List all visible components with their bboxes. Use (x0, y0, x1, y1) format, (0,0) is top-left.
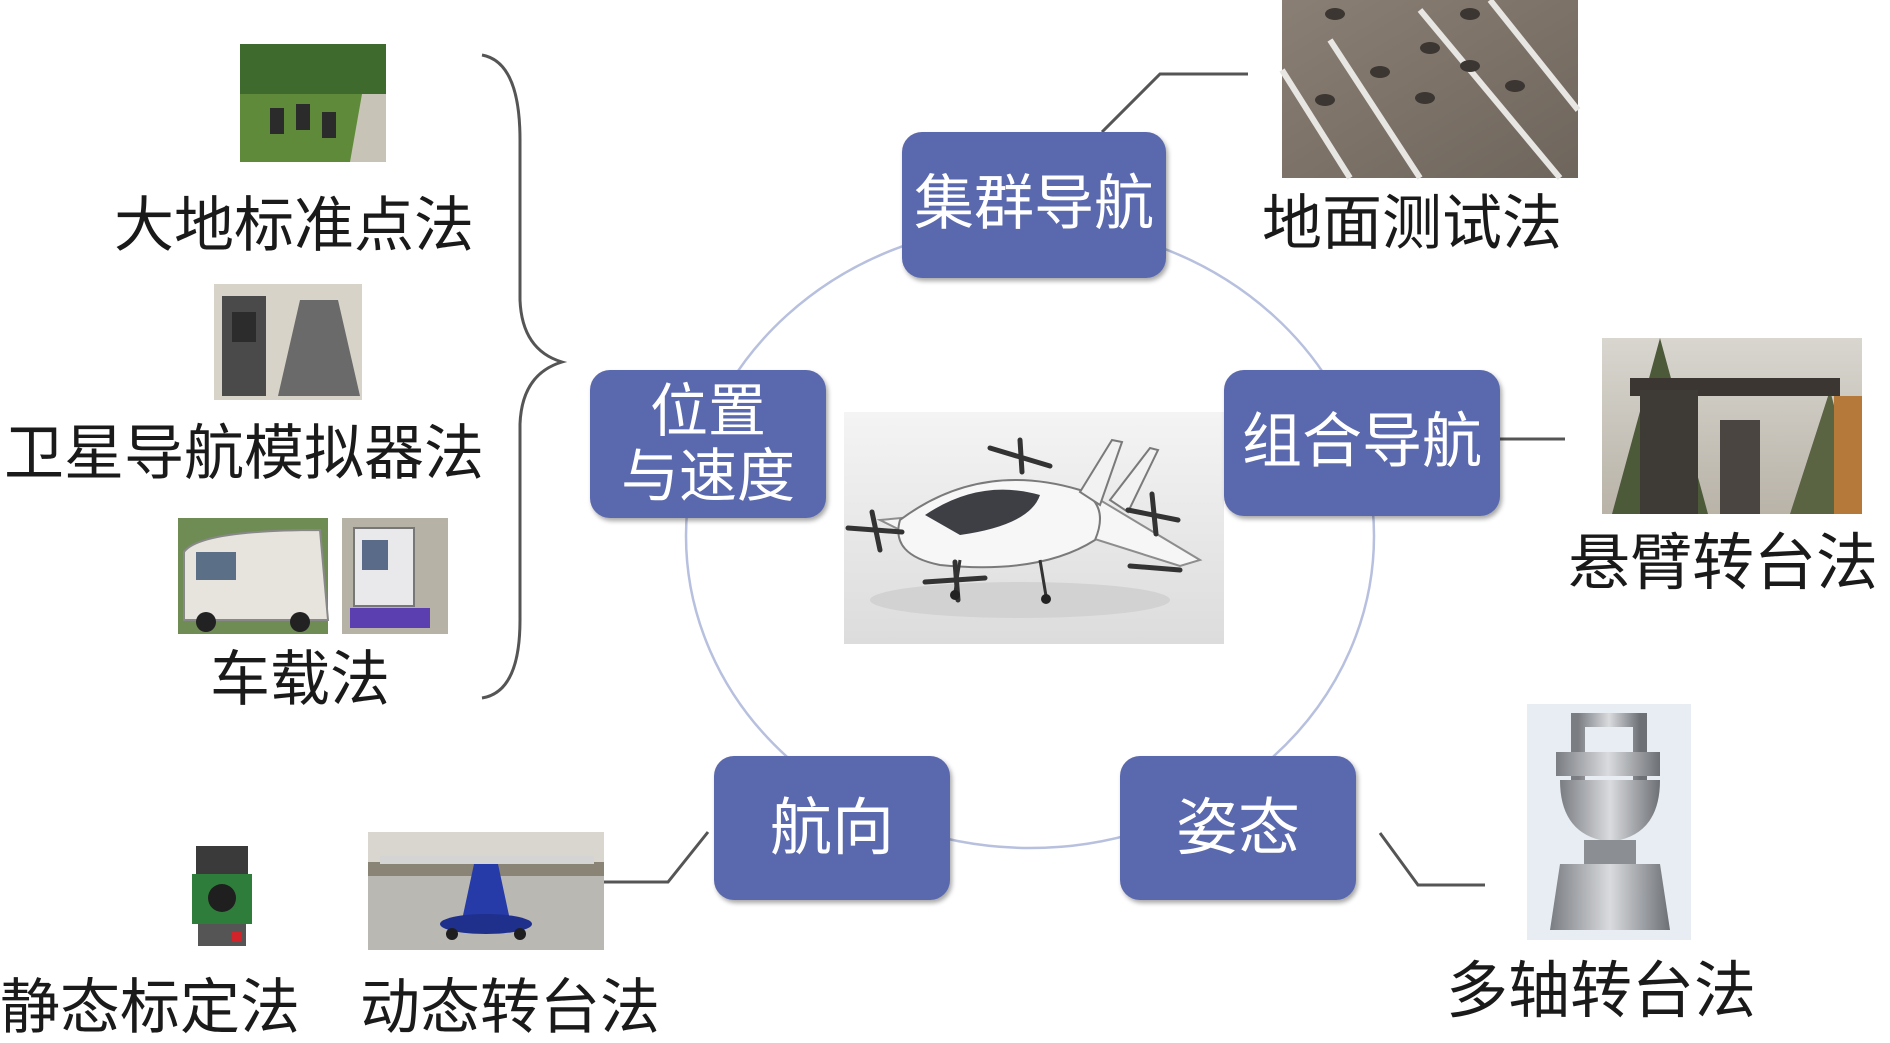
label-vehicle-mounted: 车载法 (210, 645, 390, 715)
node-heading-label: 航向 (769, 791, 894, 865)
node-attitude: 姿态 (1120, 756, 1356, 900)
vehicle-mounted-photo-bus (178, 518, 330, 634)
ground-test-photo (1279, 0, 1581, 180)
label-geodetic-reference: 大地标准点法 (114, 191, 474, 261)
node-integrated-navigation-label: 组合导航 (1242, 407, 1482, 478)
label-cantilever-turntable: 悬臂转台法 (1568, 526, 1879, 599)
label-multi-axis-turntable: 多轴转台法 (1446, 954, 1757, 1027)
node-position-velocity-line2: 与速度 (620, 442, 795, 510)
connector-heading-to-dynamic-turntable (602, 831, 710, 884)
label-satellite-simulator: 卫星导航模拟器法 (4, 419, 484, 489)
dynamic-turntable-photo (368, 832, 604, 950)
label-ground-test: 地面测试法 (1262, 189, 1562, 259)
satellite-simulator-photo (214, 284, 362, 400)
label-static-calibration: 静态标定法 (0, 973, 300, 1043)
node-position-velocity: 位置 与速度 (590, 370, 826, 518)
static-calibration-photo (182, 836, 266, 954)
vehicle-mounted-photo-interior (342, 518, 448, 634)
multi-axis-turntable-photo (1527, 704, 1691, 940)
geodetic-reference-photo (240, 44, 386, 162)
connector-attitude-to-multi-axis (1378, 832, 1485, 887)
node-position-velocity-line1: 位置 (649, 377, 766, 446)
connector-cluster-to-ground-test (1100, 72, 1248, 134)
node-integrated-navigation: 组合导航 (1224, 370, 1500, 516)
node-cluster-navigation-label: 集群导航 (914, 169, 1154, 240)
label-dynamic-turntable: 动态转台法 (360, 973, 660, 1043)
center-aircraft-photo (844, 412, 1224, 644)
node-heading: 航向 (714, 756, 950, 900)
node-cluster-navigation: 集群导航 (902, 132, 1166, 278)
grouping-brace (481, 53, 568, 700)
node-attitude-label: 姿态 (1175, 791, 1300, 865)
cantilever-turntable-photo (1602, 338, 1862, 514)
